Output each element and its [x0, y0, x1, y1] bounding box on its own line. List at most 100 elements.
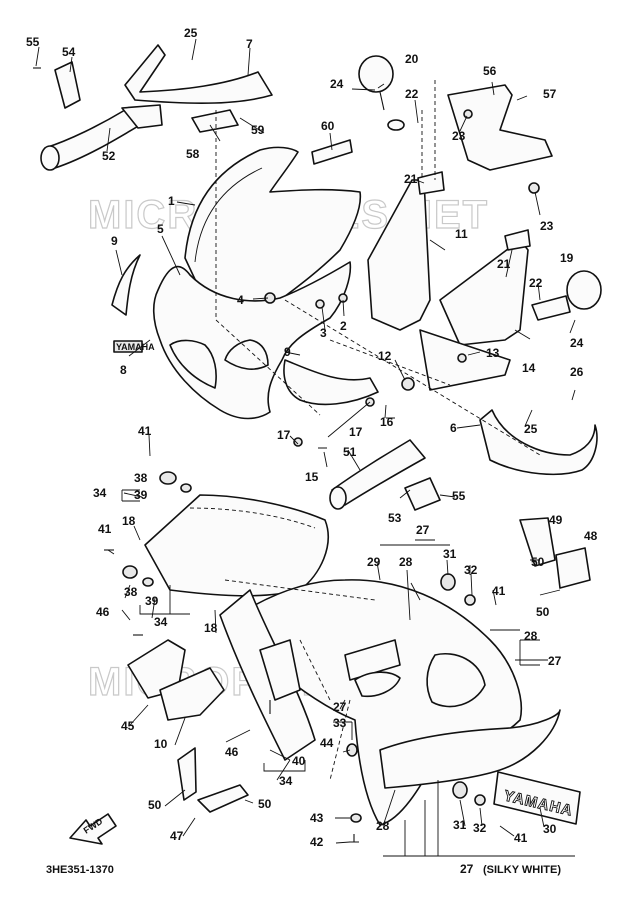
part-label-12: 12 [378, 349, 392, 363]
part-label-50: 50 [148, 798, 162, 812]
part-label-2: 2 [340, 319, 347, 333]
part-label-32: 32 [464, 563, 478, 577]
part-label-7: 7 [246, 37, 253, 51]
grommet-38-top [159, 471, 177, 485]
cowling-stay-group [367, 171, 531, 391]
part-label-8: 8 [120, 363, 127, 377]
part-label-46: 46 [225, 745, 239, 759]
collar-39-lower [142, 577, 154, 587]
part-label-21: 21 [497, 257, 511, 271]
inner-panel-7 [124, 44, 273, 104]
part-label-9: 9 [284, 345, 291, 359]
grommet-31-bottom [452, 781, 468, 799]
part-label-38: 38 [124, 585, 138, 599]
part-label-13: 13 [486, 346, 500, 360]
mirror-19 [566, 270, 602, 310]
bracket-27-bottom [383, 780, 575, 857]
part-label-24: 24 [330, 77, 344, 91]
nut-23-bottom [528, 182, 540, 194]
leader-paths [35, 38, 576, 844]
part-label-41: 41 [138, 424, 152, 438]
mirror-right-group [358, 55, 405, 131]
part-label-11: 11 [455, 227, 468, 241]
bracket-56-group [447, 84, 553, 194]
screw-42 [349, 834, 359, 843]
part-label-50: 50 [531, 555, 545, 569]
washer-43 [350, 813, 362, 823]
part-label-27: 27 [548, 654, 562, 668]
decal-30 [493, 771, 581, 825]
part-label-33: 33 [333, 716, 347, 730]
part-label-57: 57 [543, 87, 557, 101]
part-label-27: 27 [416, 523, 430, 537]
part-label-45: 45 [121, 719, 135, 733]
part-label-22: 22 [529, 276, 543, 290]
part-label-32: 32 [473, 821, 487, 835]
bracket-47 [177, 747, 197, 801]
grommet-3 [315, 299, 325, 309]
grommet-38-lower [122, 565, 138, 579]
lower-cowling-group: YAMAHA [104, 471, 591, 843]
part-label-10: 10 [154, 737, 168, 751]
part-label-21: 21 [404, 172, 418, 186]
part-label-50: 50 [258, 797, 272, 811]
part-label-9: 9 [111, 234, 118, 248]
part-label-46: 46 [96, 605, 110, 619]
part-label-31: 31 [443, 547, 457, 561]
mirror-20 [358, 55, 394, 93]
bracket-45 [127, 639, 186, 699]
part-label-59: 59 [251, 123, 265, 137]
duct-51 [331, 439, 426, 506]
part-label-27: 27 [460, 862, 474, 876]
headlight-opening-left [169, 339, 217, 389]
side-cover-6 [479, 409, 598, 476]
part-label-27: 27 [333, 700, 347, 714]
windscreen-edge [194, 167, 263, 263]
collar-13 [457, 353, 467, 363]
part-label-53: 53 [388, 511, 402, 525]
bracket-58 [191, 109, 239, 133]
part-label-28: 28 [524, 629, 538, 643]
part-label-4: 4 [237, 293, 244, 307]
bracket-33 [333, 721, 353, 740]
headlight-opening-right [224, 339, 269, 370]
bracket-47b [197, 784, 249, 813]
cowling-window-28 [426, 653, 486, 708]
bracket-56 [447, 84, 553, 171]
bracket-10 [159, 667, 225, 721]
fwd-arrow: FWD [69, 813, 117, 845]
stay-11-right [439, 239, 529, 346]
part-label-55: 55 [452, 489, 466, 503]
color-note: (SILKY WHITE) [483, 864, 561, 876]
damper-12 [401, 377, 415, 391]
part-label-5: 5 [157, 222, 164, 236]
part-label-18: 18 [204, 621, 218, 635]
part-label-51: 51 [343, 445, 357, 459]
duct-end [40, 145, 60, 171]
collar-39-top [180, 483, 192, 493]
bracket-48 [555, 547, 591, 589]
part-label-24: 24 [570, 336, 584, 350]
part-label-52: 52 [102, 149, 116, 163]
upper-cowling-group: YAMAHA [111, 109, 395, 449]
part-label-56: 56 [483, 64, 497, 78]
part-label-17: 17 [349, 425, 363, 439]
inner-panel-34 [144, 494, 329, 597]
dashed-guides [215, 80, 541, 781]
part-label-47: 47 [170, 829, 184, 843]
part-label-18: 18 [122, 514, 136, 528]
part-label-44: 44 [320, 736, 334, 750]
side-cowling-vent [354, 671, 401, 698]
nut-23-top [463, 109, 473, 119]
part-label-39: 39 [145, 594, 159, 608]
mirror-left-group [531, 270, 602, 321]
fwd-arrow-shape [69, 813, 117, 845]
leader-lines [35, 38, 576, 857]
emblem-text: YAMAHA [116, 342, 155, 352]
part-label-16: 16 [380, 415, 394, 429]
bracket-27-28 [380, 539, 540, 666]
part-label-20: 20 [405, 52, 419, 66]
part-label-41: 41 [492, 584, 506, 598]
part-label-40: 40 [292, 754, 306, 768]
